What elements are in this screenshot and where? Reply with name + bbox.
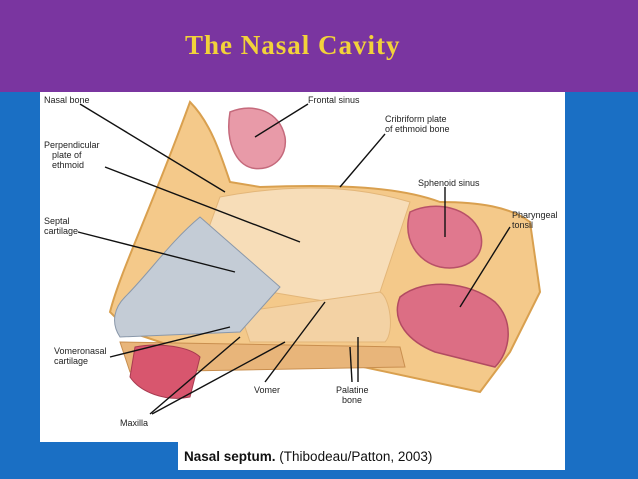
label-sphenoid-sinus: Sphenoid sinus (418, 178, 480, 188)
label-cribriform-1: Cribriform plate (385, 114, 447, 124)
septal-cartilage-region (114, 216, 281, 338)
label-septal-1: Septal (44, 216, 70, 226)
label-vomeronasal-1: Vomeronasal (54, 346, 107, 356)
caption-bold: Nasal septum. (184, 449, 276, 464)
label-frontal-sinus: Frontal sinus (308, 95, 360, 105)
label-septal-2: cartilage (44, 226, 78, 236)
leader-lines (77, 103, 511, 415)
label-palatine-2: bone (342, 395, 362, 405)
slide-title: The Nasal Cavity (185, 30, 401, 60)
caption-bar: Nasal septum. (Thibodeau/Patton, 2003) (178, 442, 565, 470)
anatomy-figure: Nasal bone Frontal sinus Cribriform plat… (40, 92, 565, 442)
label-pharyngeal-1: Pharyngeal (512, 210, 558, 220)
title-bar: The Nasal Cavity (0, 0, 638, 92)
caption-citation: (Thibodeau/Patton, 2003) (275, 449, 433, 464)
label-vomeronasal-2: cartilage (54, 356, 88, 366)
label-perpendicular-1: Perpendicular (44, 140, 100, 150)
frontal-sinus-shape (228, 107, 287, 170)
lip-tissue (129, 344, 201, 399)
pharyngeal-tonsil-shape (396, 283, 509, 368)
label-perpendicular-2: plate of (52, 150, 82, 160)
sphenoid-sinus-shape (407, 205, 483, 269)
nasal-cavity-illustration: Nasal bone Frontal sinus Cribriform plat… (44, 95, 558, 428)
label-nasal-bone: Nasal bone (44, 95, 90, 105)
label-cribriform-2: of ethmoid bone (385, 124, 450, 134)
vomer-region (239, 291, 391, 343)
figure-caption: Nasal septum. (Thibodeau/Patton, 2003) (184, 449, 432, 464)
label-palatine-1: Palatine (336, 385, 369, 395)
label-vomer: Vomer (254, 385, 280, 395)
label-pharyngeal-2: tonsil (512, 220, 533, 230)
label-perpendicular-3: ethmoid (52, 160, 84, 170)
label-maxilla: Maxilla (120, 418, 148, 428)
